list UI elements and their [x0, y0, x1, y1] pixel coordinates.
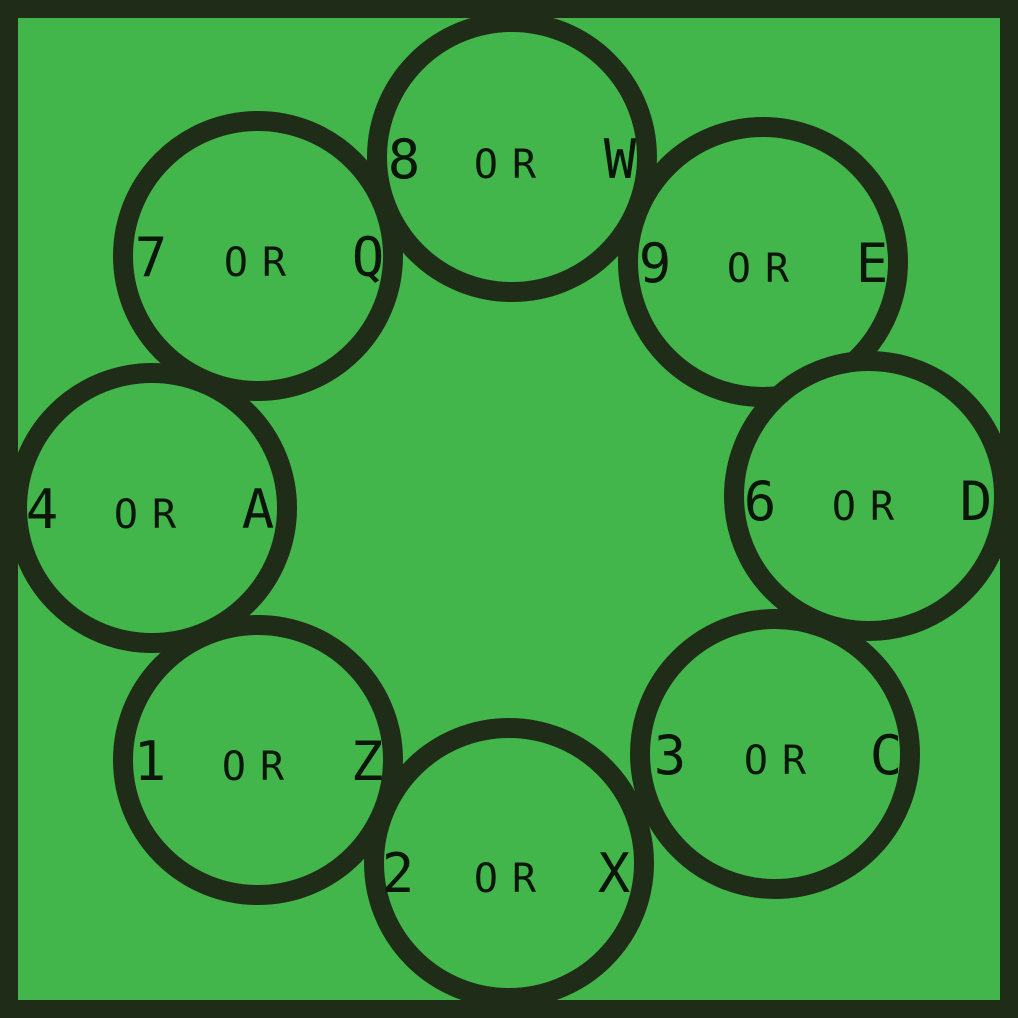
key-secondary-label: A — [242, 478, 275, 541]
key-or-label: OR — [474, 856, 550, 902]
key-or-label: OR — [222, 744, 298, 790]
key-primary-label: 2 — [382, 842, 415, 905]
key-7-or-q-button[interactable]: 7 OR Q — [113, 111, 403, 401]
key-secondary-label: C — [870, 724, 903, 787]
key-primary-label: 4 — [26, 478, 59, 541]
key-primary-label: 8 — [388, 128, 421, 191]
key-secondary-label: Z — [351, 730, 384, 793]
key-or-label: OR — [832, 484, 908, 530]
key-or-label: OR — [744, 738, 820, 784]
key-or-label: OR — [224, 240, 300, 286]
key-primary-label: 7 — [135, 226, 168, 289]
key-or-label: OR — [474, 142, 550, 188]
key-3-or-c-button[interactable]: 3 OR C — [630, 609, 920, 899]
key-or-label: OR — [114, 492, 190, 538]
key-8-or-w-button[interactable]: 8 OR W — [367, 12, 657, 302]
key-6-or-d-button[interactable]: 6 OR D — [724, 351, 1014, 641]
key-secondary-label: D — [960, 470, 993, 533]
key-primary-label: 1 — [134, 730, 167, 793]
key-secondary-label: W — [604, 128, 637, 191]
key-9-or-e-button[interactable]: 9 OR E — [618, 117, 908, 407]
key-2-or-x-button[interactable]: 2 OR X — [364, 718, 654, 1008]
key-primary-label: 9 — [639, 232, 672, 295]
key-secondary-label: E — [856, 232, 889, 295]
key-or-label: OR — [727, 246, 803, 292]
key-secondary-label: X — [598, 842, 631, 905]
key-1-or-z-button[interactable]: 1 OR Z — [113, 615, 403, 905]
key-secondary-label: Q — [352, 226, 385, 289]
key-primary-label: 6 — [744, 470, 777, 533]
key-4-or-a-button[interactable]: 4 OR A — [7, 363, 297, 653]
key-primary-label: 3 — [654, 724, 687, 787]
